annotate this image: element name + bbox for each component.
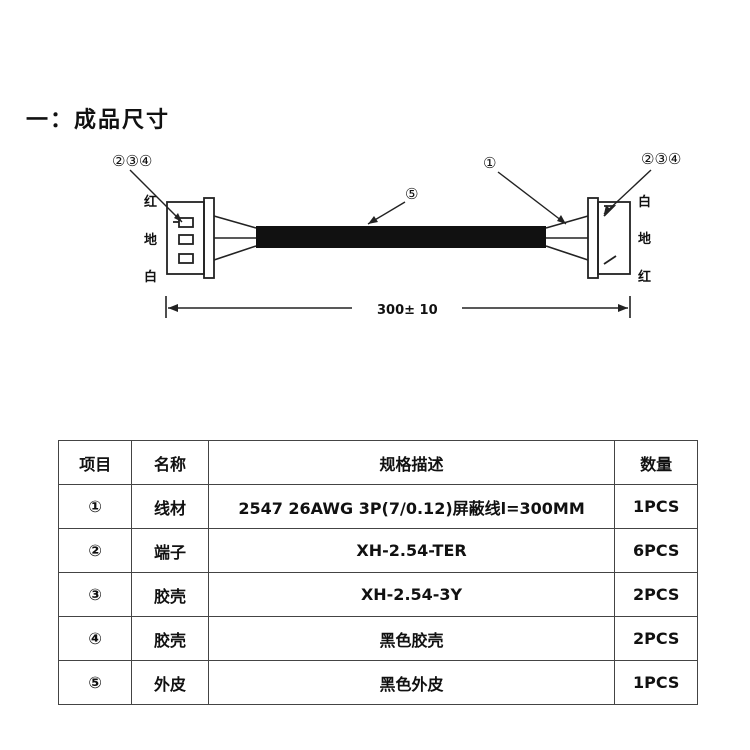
- right-wires: [545, 215, 589, 261]
- leader-arrowheads: [174, 205, 611, 224]
- row-qty: 6PCS: [614, 528, 698, 573]
- row-spec: XH-2.54-TER: [207, 528, 616, 573]
- cable-drawing: ②③④ ① ②③④ ⑤ 红 地 白 白 地 红: [112, 150, 681, 318]
- left-pin-label-1: 红: [144, 194, 157, 210]
- header-qty: 数量: [614, 440, 698, 485]
- right-connector: [587, 197, 631, 279]
- table-row: ④ 胶壳 黑色胶壳 2PCS: [57, 616, 698, 661]
- row-name: 端子: [131, 528, 209, 573]
- jacket-callout-label: ⑤: [405, 185, 418, 203]
- left-callout-label: ②③④: [112, 152, 152, 170]
- table-row: ③ 胶壳 XH-2.54-3Y 2PCS: [57, 572, 698, 617]
- row-qty: 1PCS: [614, 660, 698, 705]
- row-item-number: ⑤: [57, 660, 133, 705]
- table-header-row: 项目 名称 规格描述 数量: [57, 440, 698, 485]
- row-name: 线材: [131, 484, 209, 529]
- row-spec: 黑色胶壳: [207, 616, 616, 661]
- row-spec: XH-2.54-3Y: [207, 572, 616, 617]
- row-spec: 黑色外皮: [207, 660, 616, 705]
- right-pin-label-2: 地: [638, 231, 651, 247]
- table-row: ⑤ 外皮 黑色外皮 1PCS: [57, 660, 698, 705]
- row-qty: 2PCS: [614, 572, 698, 617]
- row-item-number: ①: [57, 484, 133, 529]
- left-pin-label-2: 地: [144, 232, 157, 248]
- table-row: ① 线材 2547 26AWG 3P(7/0.12)屏蔽线l=300MM 1PC…: [57, 484, 698, 529]
- row-name: 外皮: [131, 660, 209, 705]
- row-name: 胶壳: [131, 572, 209, 617]
- left-pin-label-3: 白: [144, 269, 157, 285]
- table-row: ② 端子 XH-2.54-TER 6PCS: [57, 528, 698, 573]
- wire-callout-label: ①: [483, 154, 496, 172]
- row-item-number: ②: [57, 528, 133, 573]
- left-wires: [213, 215, 257, 261]
- row-name: 胶壳: [131, 616, 209, 661]
- right-pin-label-1: 白: [638, 194, 651, 210]
- row-spec: 2547 26AWG 3P(7/0.12)屏蔽线l=300MM: [207, 484, 616, 529]
- section-title: 一：成品尺寸: [26, 108, 171, 133]
- leader-lines: [129, 169, 652, 225]
- header-spec: 规格描述: [207, 440, 616, 485]
- header-item: 项目: [57, 440, 133, 485]
- row-item-number: ③: [57, 572, 133, 617]
- left-connector: [166, 197, 215, 279]
- cable-jacket: [256, 226, 546, 248]
- header-name: 名称: [131, 440, 209, 485]
- dimension-line: [165, 296, 631, 318]
- spec-table: 项目 名称 规格描述 数量 ① 线材 2547 26AWG 3P(7/0.12)…: [57, 440, 698, 705]
- dimension-label: 300± 10: [377, 303, 438, 318]
- row-qty: 1PCS: [614, 484, 698, 529]
- row-qty: 2PCS: [614, 616, 698, 661]
- right-pin-label-3: 红: [638, 269, 651, 285]
- right-callout-label: ②③④: [641, 150, 681, 168]
- row-item-number: ④: [57, 616, 133, 661]
